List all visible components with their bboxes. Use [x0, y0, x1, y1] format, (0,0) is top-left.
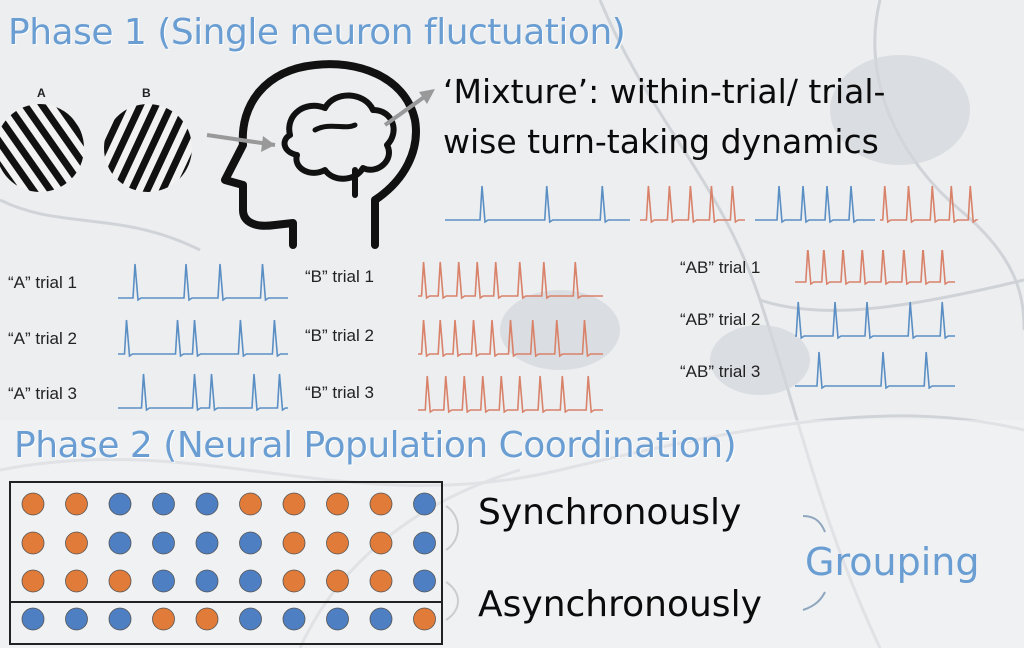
trial-label-a2: “A” trial 2: [8, 329, 77, 348]
neuron-dot-3-2: [65, 569, 88, 593]
mixture-train-4: [880, 185, 979, 224]
spike-train-9: [795, 351, 955, 390]
spike-train-6: [418, 375, 603, 414]
neuron-dot-4-4: [152, 607, 175, 631]
neuron-dot-1-1: [21, 492, 45, 516]
synchronously-label: Synchronously: [478, 492, 742, 533]
mixture-train-2: [640, 185, 745, 224]
mixture-train-1: [445, 185, 630, 224]
neuron-dot-3-1: [21, 569, 45, 593]
neuron-dot-2-2: [65, 531, 88, 555]
neuron-dot-2-6: [239, 531, 262, 555]
grating-a: [0, 104, 84, 192]
neuron-dot-3-3: [108, 569, 132, 593]
neuron-dot-4-6: [239, 607, 262, 631]
neuron-dot-4-8: [326, 607, 349, 631]
neuron-dot-1-4: [152, 492, 175, 516]
neuron-dot-1-2: [65, 492, 88, 516]
neuron-dot-2-10: [413, 531, 436, 555]
neuron-dot-4-2: [65, 607, 88, 631]
neuron-dot-4-10: [413, 607, 436, 631]
neuron-dot-2-3: [108, 531, 132, 555]
spike-train-4: [418, 261, 603, 300]
spike-train-2: [118, 319, 288, 358]
spike-train-7: [795, 250, 955, 286]
neuron-dot-2-1: [21, 531, 45, 555]
grouping-brackets: [802, 515, 826, 611]
neuron-dot-2-8: [326, 531, 349, 555]
neuron-dot-2-5: [195, 531, 219, 555]
neuron-dot-4-7: [282, 607, 306, 631]
neuron-dot-3-5: [195, 569, 219, 593]
mixture-train-3: [755, 185, 875, 224]
neuron-dot-2-4: [152, 531, 175, 555]
spike-train-3: [118, 373, 288, 412]
async-group-box: [9, 601, 443, 645]
trial-label-ab1: “AB” trial 1: [680, 258, 761, 277]
neuron-dot-1-3: [108, 492, 132, 516]
neuron-dot-3-7: [282, 569, 306, 593]
trial-label-a1: “A” trial 1: [8, 273, 77, 292]
neuron-dot-4-3: [108, 607, 132, 631]
trial-label-a3: “A” trial 3: [8, 384, 77, 403]
grouping-label: Grouping: [805, 540, 980, 584]
neuron-dot-1-10: [413, 492, 436, 516]
neuron-dot-2-9: [369, 531, 393, 555]
trial-label-b2: “B” trial 2: [305, 326, 374, 345]
grating-a-label: A: [37, 86, 46, 100]
trial-label-ab2: “AB” trial 2: [680, 310, 761, 329]
phase1-title: Phase 1 (Single neuron fluctuation): [8, 12, 626, 53]
neuron-dot-3-4: [152, 569, 175, 593]
neuron-dot-3-8: [326, 569, 349, 593]
population-grid: [9, 481, 459, 645]
async-bracket: [445, 581, 459, 621]
trial-label-b1: “B” trial 1: [305, 267, 374, 286]
sync-bracket: [445, 505, 459, 551]
phase2-title: Phase 2 (Neural Population Coordination): [14, 425, 737, 466]
brain-head-icon: [206, 60, 435, 249]
neuron-dot-3-10: [413, 569, 436, 593]
spike-train-5: [418, 319, 603, 358]
mixture-text-line2: wise turn-taking dynamics: [443, 122, 879, 161]
neuron-dot-4-1: [21, 607, 45, 631]
neuron-dot-1-6: [239, 492, 262, 516]
grating-b: [104, 104, 192, 192]
grating-b-label: B: [142, 86, 151, 100]
neuron-dot-1-9: [369, 492, 393, 516]
neuron-dot-4-5: [195, 607, 219, 631]
neuron-dot-3-9: [369, 569, 393, 593]
spike-train-1: [118, 263, 288, 302]
neuron-dot-3-6: [239, 569, 262, 593]
neuron-dot-1-7: [282, 492, 306, 516]
mixture-text-line1: ‘Mixture’: within-trial/ trial-: [443, 72, 886, 111]
spike-train-8: [795, 301, 955, 340]
trial-spike-trains: [118, 250, 955, 414]
neuron-dot-1-8: [326, 492, 349, 516]
asynchronously-label: Asynchronously: [478, 584, 762, 625]
neuron-dot-2-7: [282, 531, 306, 555]
trial-label-ab3: “AB” trial 3: [680, 362, 761, 381]
neuron-dot-1-5: [195, 492, 219, 516]
mixture-spike-trains: [445, 185, 979, 224]
grating-stimuli: [0, 104, 192, 192]
trial-label-b3: “B” trial 3: [305, 383, 374, 402]
neuron-dot-4-9: [369, 607, 393, 631]
